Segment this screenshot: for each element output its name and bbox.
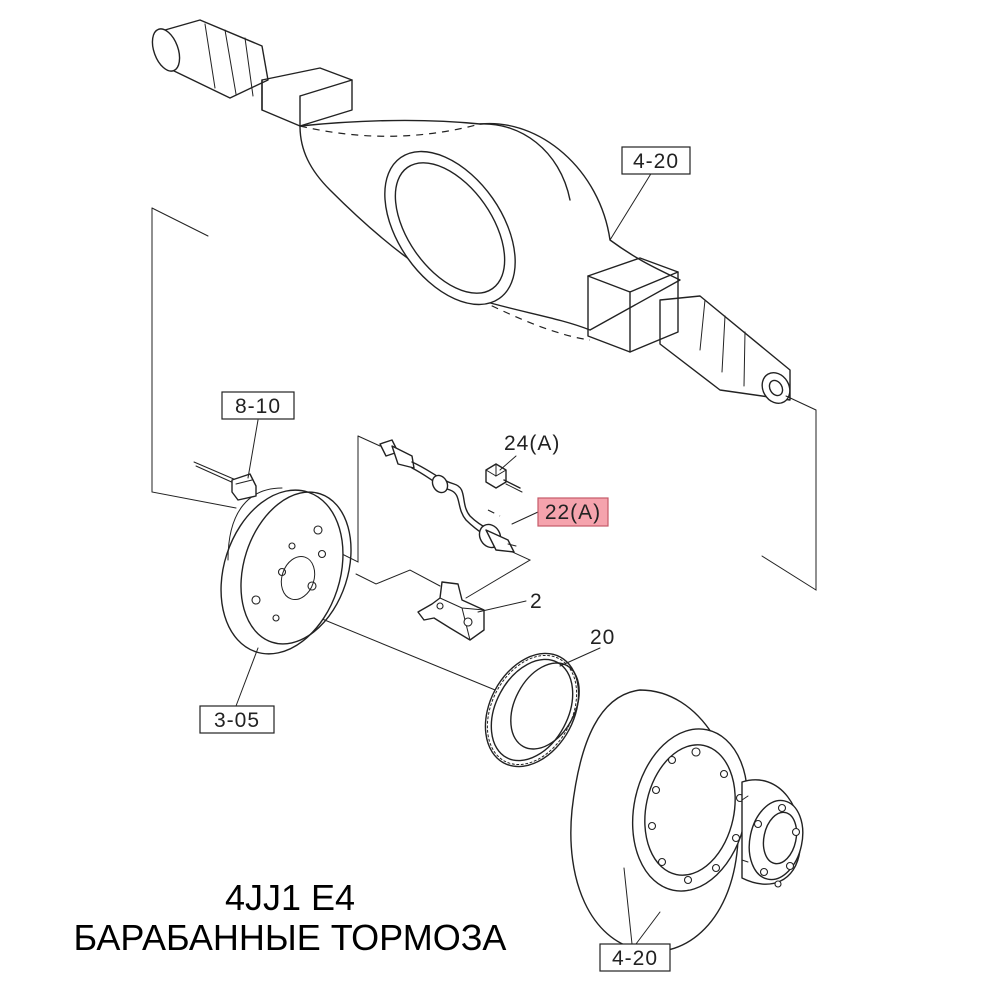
wire-connector: [193, 461, 257, 501]
abs-sensor: [379, 439, 517, 553]
ref-box-sensor-highlight[interactable]: 22(A): [537, 497, 609, 527]
ref-box-backplate[interactable]: 3-05: [199, 705, 275, 734]
leader-lines: [235, 171, 661, 945]
ref-label-axle-top: 4-20: [633, 150, 679, 173]
ref-box-wire[interactable]: 8-10: [221, 391, 295, 420]
tone-ring: [484, 652, 580, 768]
part-label-bracket[interactable]: 2: [530, 590, 543, 613]
bolt: [485, 463, 523, 517]
brake-drum: [570, 689, 804, 953]
part-label-bolt[interactable]: 24(A): [504, 432, 560, 455]
caption-title: БАРАБАННЫЕ ТОРМОЗА: [73, 917, 507, 958]
ref-label-backplate: 3-05: [214, 709, 260, 732]
axle-housing: [151, 19, 791, 405]
brake-backplate: [220, 487, 352, 655]
part-label-sensor: 22(A): [545, 501, 601, 524]
ref-label-drum-bottom: 4-20: [612, 947, 658, 970]
guide-lines: [151, 207, 817, 693]
ref-box-drum-bottom[interactable]: 4-20: [599, 943, 671, 972]
ref-box-axle-top[interactable]: 4-20: [621, 146, 691, 175]
caption-model: 4JJ1 E4: [224, 877, 356, 918]
ref-label-wire: 8-10: [235, 395, 281, 418]
sensor-bracket: [417, 581, 485, 641]
part-label-ring[interactable]: 20: [590, 626, 615, 649]
